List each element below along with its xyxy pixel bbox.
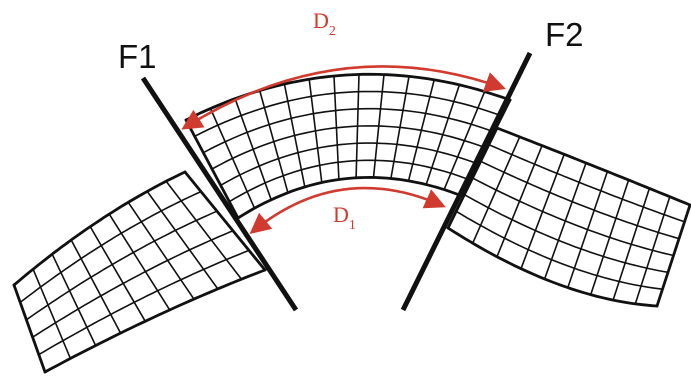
left-mesh-column-line [32,268,72,360]
label-d1-subscript: 1 [349,218,356,233]
left-mesh-row-line [43,268,267,374]
right-mesh-row-line [463,193,669,274]
left-mesh-column-line [183,170,267,272]
right-mesh-strip [446,126,691,308]
outer-distance-arrow [181,65,506,130]
right-mesh-row-line [471,177,675,257]
label-f2: F2 [545,16,584,53]
left-mesh-row-line [12,170,187,287]
right-mesh-row-line [455,210,664,290]
left-mesh-column-line [12,283,47,374]
left-mesh-row-line [31,230,234,338]
center-mesh-row-line [184,72,512,122]
left-mesh-row-line [25,210,218,321]
right-mesh-column-line [543,162,587,280]
left-mesh-column-line [108,213,171,311]
left-mesh-row-line [19,190,202,304]
right-mesh-column-line [471,136,521,244]
left-mesh-strip [12,170,267,374]
fault-line-f1 [140,76,299,312]
center-mesh-row-line [236,176,464,220]
label-d2: D2 [313,8,336,39]
left-mesh-column-line [146,190,219,290]
right-mesh-column-line [520,153,565,270]
left-mesh-column-line [89,225,146,322]
label-d2-subscript: 2 [329,24,336,39]
right-mesh-column-line [496,144,543,258]
right-mesh-row-line [446,226,659,308]
label-f1: F1 [118,38,157,75]
right-mesh-column-line [634,195,671,305]
center-mesh-row-line [228,159,471,203]
right-mesh-row-line [479,160,680,240]
left-mesh-column-line [51,253,97,347]
left-mesh-column-line [70,239,122,334]
right-mesh-column-line [446,126,499,230]
center-mesh-column-line [443,90,486,191]
label-d2-letter: D [313,8,329,33]
center-mesh-column-line [184,118,240,220]
right-mesh-column-line [612,187,651,301]
left-mesh-column-line [127,201,195,300]
center-mesh-row-line [219,142,479,187]
label-d1: D1 [333,202,356,233]
right-mesh-row-line [488,143,686,223]
inner-distance-arrow [249,186,446,234]
right-mesh-column-line [655,203,691,308]
right-mesh-column-line [589,179,630,296]
right-mesh-column-line [567,170,609,289]
fault-line-f2 [400,51,533,312]
right-mesh-row-line [495,126,691,207]
label-d1-letter: D [333,202,349,227]
left-mesh-row-line [38,249,250,356]
left-mesh-column-line [165,180,243,280]
